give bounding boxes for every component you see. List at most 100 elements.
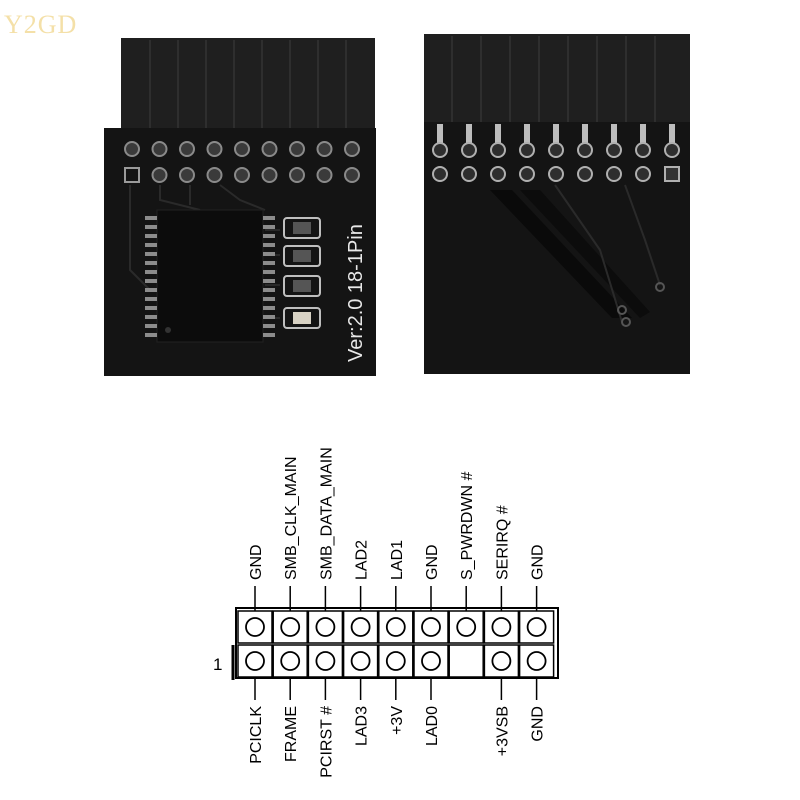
pin-label-bottom: GND	[530, 706, 547, 742]
pin1-marker: 1	[213, 655, 222, 674]
chip-leg	[263, 261, 275, 265]
solder-pad	[490, 166, 506, 182]
chip-legs	[145, 216, 275, 337]
top-row-labels: GND SMB_CLK_MAIN SMB_DATA_MAIN LAD2 LAD1 GND S…	[248, 447, 547, 611]
header-ribs-back	[451, 36, 656, 124]
chip-leg	[145, 243, 157, 247]
chip-leg	[145, 270, 157, 274]
pin-holes	[124, 141, 360, 183]
bottom-row-labels: PCICLK FRAME PCIRST # LAD3 +3V LAD0 +3VSB GND	[248, 677, 547, 778]
tpm-chip	[145, 209, 275, 343]
chip-leg	[145, 261, 157, 265]
pin-hole	[124, 141, 140, 157]
pin-label-bottom: PCICLK	[248, 706, 265, 764]
pin-label-bottom: LAD0	[424, 706, 441, 746]
board-front: Ver:2.0 18-1Pin	[104, 38, 376, 376]
pin-leg	[466, 124, 472, 148]
traces	[129, 184, 280, 319]
pin-leg	[611, 124, 617, 148]
solder-pad	[490, 142, 506, 158]
chip-leg	[263, 288, 275, 292]
pin-circle	[245, 651, 265, 671]
pin-circle	[280, 651, 301, 671]
chip-leg	[145, 279, 157, 283]
chip-leg	[263, 279, 275, 283]
pin-hole	[234, 141, 250, 157]
solder-pad	[606, 142, 622, 158]
pin-circle	[315, 651, 336, 671]
pin-hole	[344, 141, 360, 157]
pin-label-top: S_PWRDWN #	[459, 471, 476, 580]
pin-leg	[640, 124, 646, 148]
pin-leg	[553, 124, 559, 148]
pin-circle	[491, 651, 512, 671]
chip-leg	[263, 252, 275, 256]
chip-leg	[263, 324, 275, 328]
chip-leg	[145, 315, 157, 319]
pin-circle	[421, 651, 441, 671]
solder-pad	[635, 142, 651, 158]
pin-circle	[456, 617, 477, 637]
pin-circle	[526, 617, 547, 637]
chip-leg	[263, 243, 275, 247]
header-housing-back	[424, 34, 690, 126]
pin-label-top: SMB_DATA_MAIN	[318, 447, 335, 580]
pin-pad-square	[124, 167, 140, 183]
pin-circle	[315, 617, 336, 637]
solder-pad	[664, 142, 680, 158]
chip-leg	[145, 234, 157, 238]
pin-label-top: GND	[530, 544, 547, 580]
pin-label-bottom: +3V	[389, 706, 406, 735]
solder-pad	[461, 166, 477, 182]
pin-circle	[350, 651, 371, 671]
pin-grid	[237, 610, 555, 678]
chip-pin1-dot	[165, 327, 171, 333]
pin-hole	[206, 167, 223, 183]
solder-pad	[548, 166, 564, 182]
solder-pad-square	[664, 166, 680, 182]
chip-leg	[145, 225, 157, 229]
pin-circle	[385, 651, 406, 671]
pin-label-top: SMB_CLK_MAIN	[283, 456, 300, 580]
pin-label-top: LAD1	[389, 540, 406, 580]
pin-circle	[526, 651, 547, 671]
pin-label-bottom: +3VSB	[494, 706, 511, 756]
pin-label-bottom: LAD3	[354, 706, 371, 746]
board-back	[424, 34, 690, 374]
pin-hole	[179, 141, 195, 157]
chip-leg	[263, 234, 275, 238]
pin-circle	[245, 617, 265, 637]
chip-leg	[263, 297, 275, 301]
chip-leg	[263, 225, 275, 229]
pin-hole	[206, 141, 223, 157]
pin-label-top: GND	[248, 544, 265, 580]
pin-label-top: GND	[424, 544, 441, 580]
chip-leg	[263, 315, 275, 319]
chip-leg	[145, 216, 157, 220]
chip-leg	[263, 216, 275, 220]
pin-label-bottom: FRAME	[283, 706, 300, 762]
pin-circle	[385, 617, 406, 637]
solder-pad	[577, 166, 593, 182]
pin-hole	[344, 167, 360, 183]
solder-pad	[606, 166, 622, 182]
solder-pad	[577, 142, 593, 158]
solder-pad	[432, 142, 448, 158]
chip-leg	[145, 252, 157, 256]
pin-leg	[495, 124, 501, 148]
solder-pad	[519, 142, 535, 158]
pin-circle	[280, 617, 301, 637]
smd-components	[283, 217, 321, 329]
pin-leg	[524, 124, 530, 148]
pin-hole	[261, 167, 278, 183]
pin-hole	[151, 141, 168, 157]
chip-leg	[145, 288, 157, 292]
board-marking: Ver:2.0 18-1Pin	[345, 224, 367, 362]
pin-hole	[289, 167, 305, 183]
pin-label-bottom: PCIRST #	[318, 706, 335, 778]
pin-solder-pads	[432, 124, 680, 182]
pin-label-top: LAD2	[354, 540, 371, 580]
pin-hole	[261, 141, 278, 157]
chip-leg	[145, 333, 157, 337]
